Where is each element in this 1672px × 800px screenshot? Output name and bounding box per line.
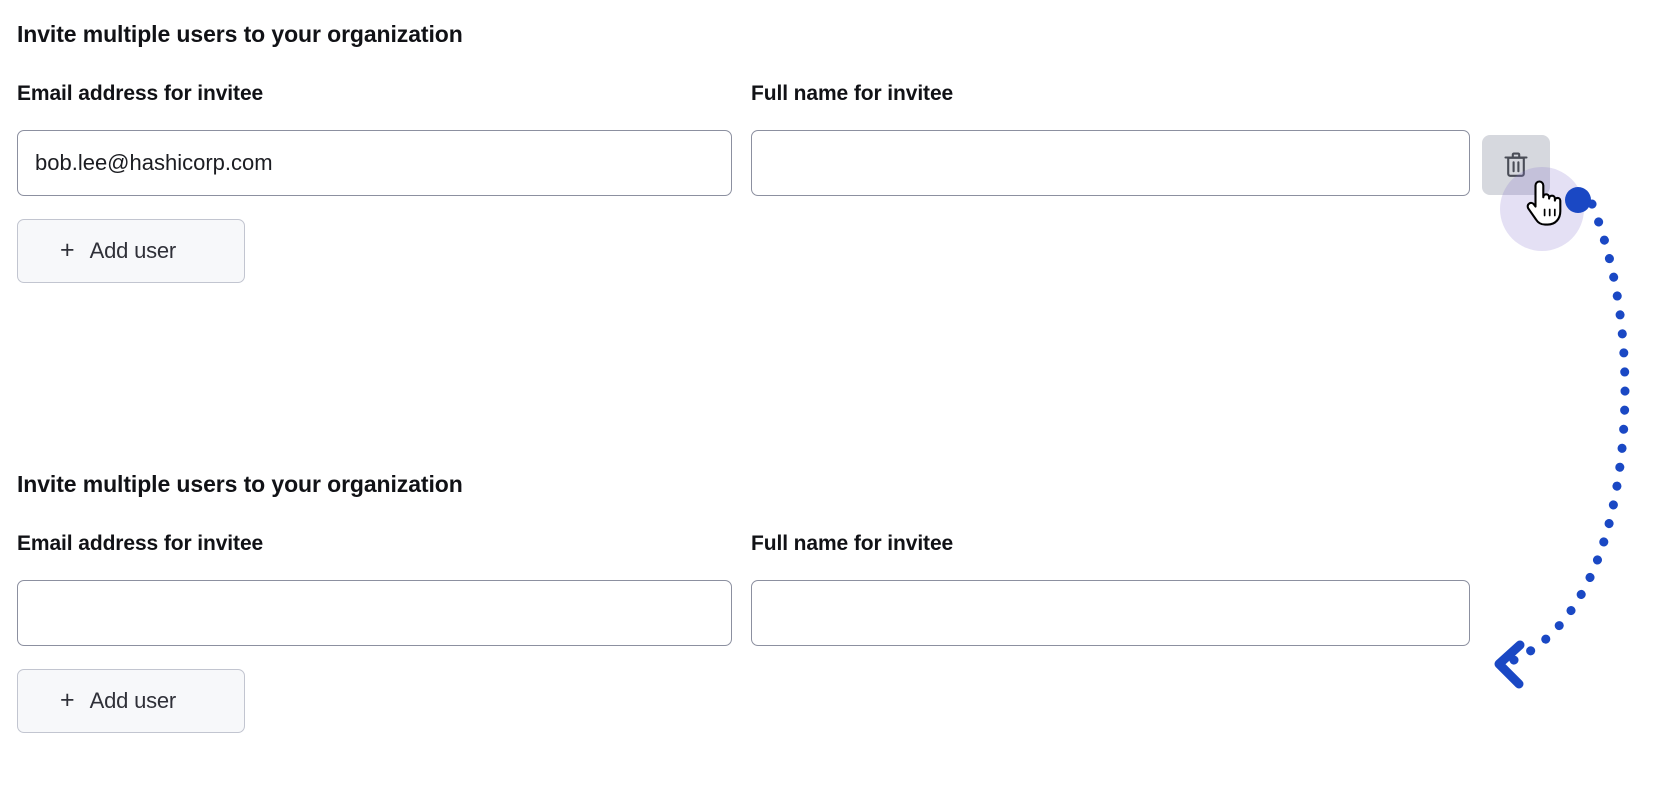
email-field-label: Email address for invitee (17, 82, 264, 105)
add-user-button[interactable]: + Add user (17, 219, 245, 283)
fullname-field-label-secondary: Full name for invitee (751, 532, 954, 555)
plus-icon: + (60, 685, 75, 714)
fullname-input[interactable] (751, 130, 1470, 196)
trash-icon (1503, 151, 1529, 179)
add-user-label: Add user (89, 688, 177, 713)
annotation-start-dot (1565, 187, 1591, 213)
page-title-secondary: Invite multiple users to your organizati… (17, 471, 463, 497)
email-input-secondary[interactable] (17, 580, 732, 646)
add-user-button-secondary[interactable]: + Add user (17, 669, 245, 733)
add-user-label: Add user (89, 238, 177, 263)
plus-icon: + (60, 235, 75, 264)
email-field-label-secondary: Email address for invitee (17, 532, 264, 555)
fullname-field-label: Full name for invitee (751, 82, 954, 105)
delete-user-button[interactable] (1482, 135, 1550, 195)
email-input[interactable] (17, 130, 732, 196)
fullname-input-secondary[interactable] (751, 580, 1470, 646)
page-title: Invite multiple users to your organizati… (17, 21, 463, 47)
